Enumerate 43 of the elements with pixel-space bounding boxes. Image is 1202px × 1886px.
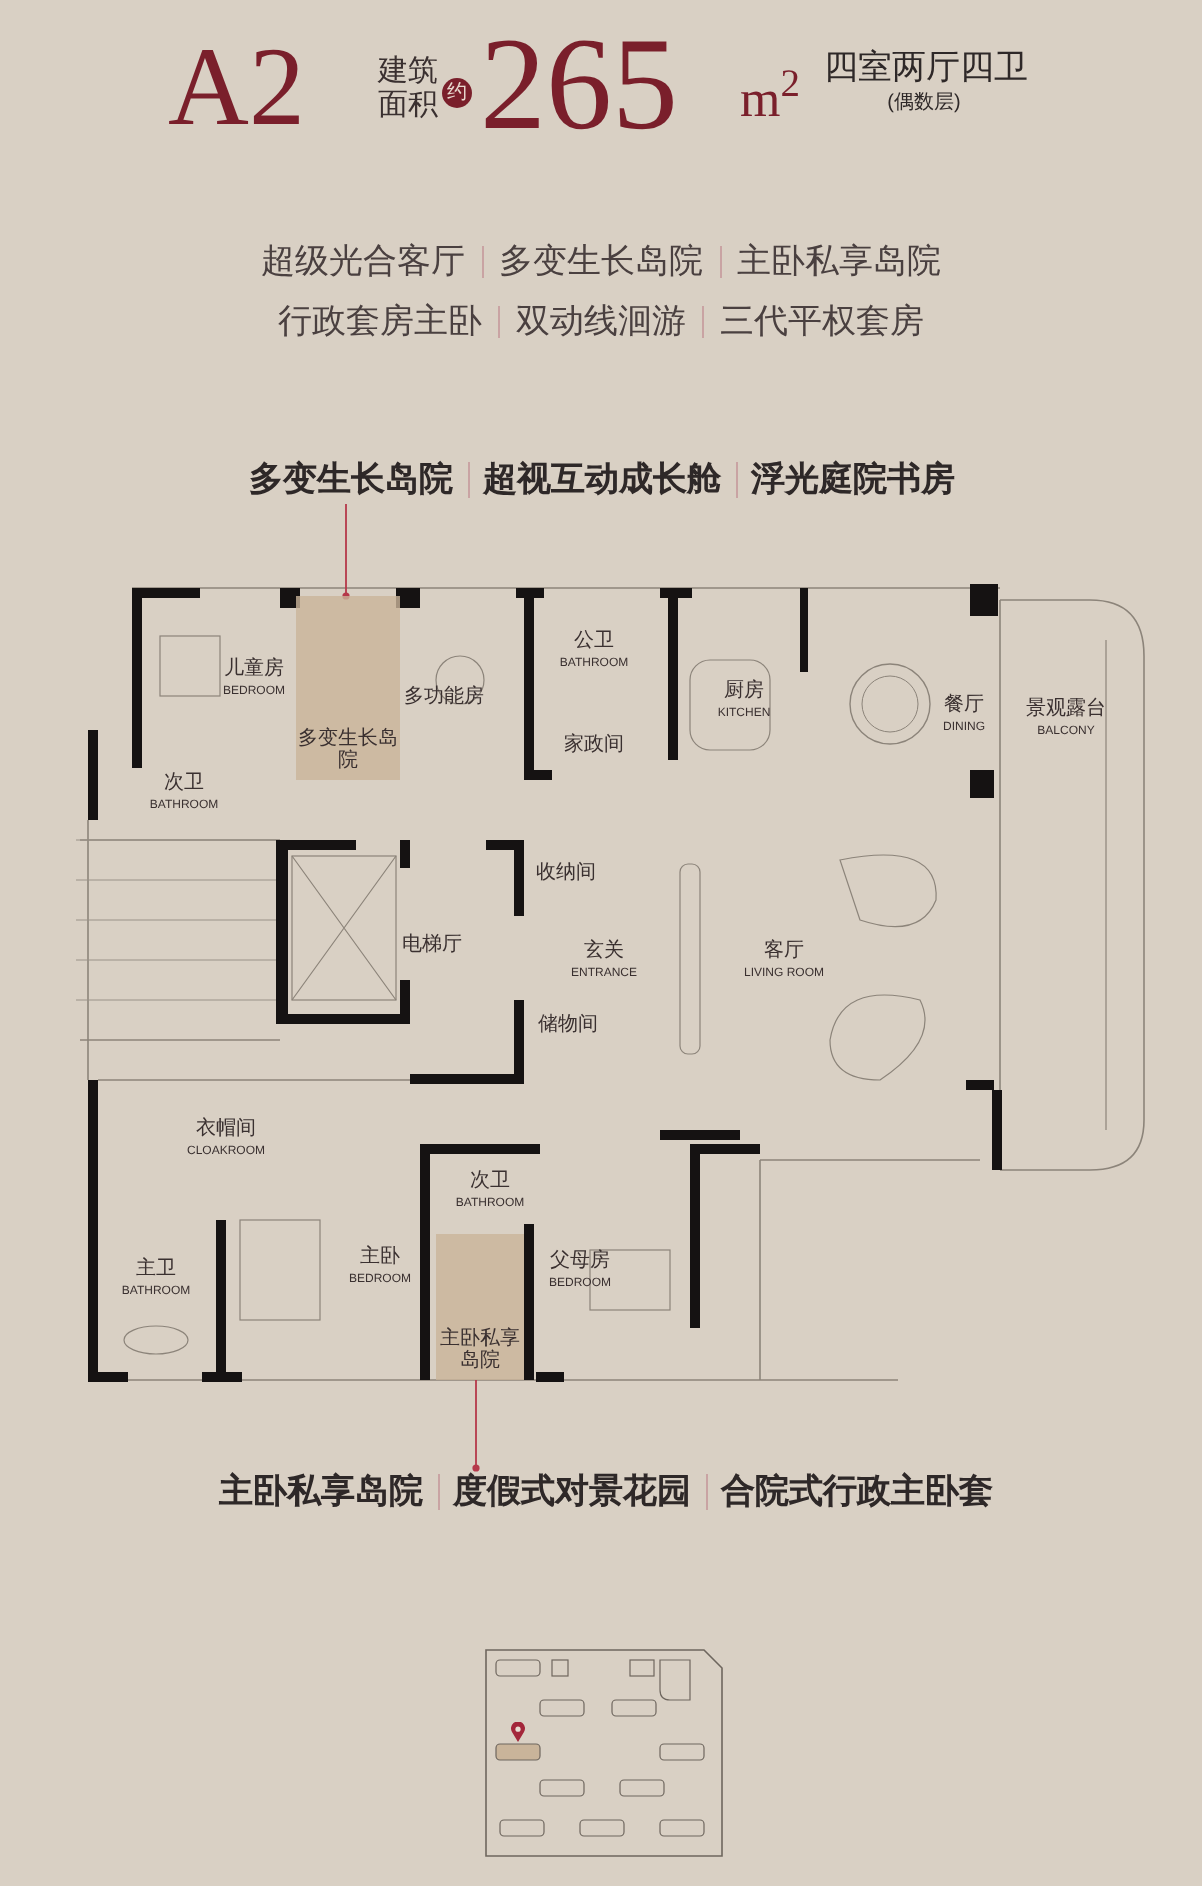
feature-text: 双动线洄游: [516, 300, 686, 344]
room-label: 电梯厅: [402, 936, 462, 956]
room-label: 家政间: [564, 736, 624, 756]
leader-line: [472, 1379, 480, 1472]
feature-text: 行政套房主卧: [278, 300, 482, 344]
room-label: 主卧: [360, 1248, 400, 1268]
room-label: 多功能房: [404, 688, 484, 708]
layout-label: 四室两厅四卫: [824, 48, 1028, 88]
area-unit: m$^{2}$: [740, 72, 800, 128]
room-label: 儿童房: [224, 660, 284, 680]
feature-heading: 合院式行政主卧套: [721, 1470, 993, 1515]
room-label: 次卫: [470, 1172, 510, 1192]
feature-text: 超级光合客厅: [261, 240, 465, 284]
area-label: 建筑面积: [378, 54, 438, 122]
room-label: 餐厅: [944, 696, 984, 716]
feature-heading: 超视互动成长舱: [483, 458, 721, 503]
room-label: 厨房: [724, 682, 764, 702]
room-label: 主卧私享岛院: [438, 1328, 522, 1372]
courtyard-area: [296, 596, 400, 780]
feature-text: 主卧私享岛院: [737, 240, 941, 284]
feature-heading: 主卧私享岛院: [219, 1470, 423, 1515]
leader-line: [342, 503, 350, 600]
title: A2: [168, 28, 305, 148]
room-label: 父母房: [550, 1252, 610, 1272]
room-label: 玄关: [584, 942, 624, 962]
room-label: 储物间: [538, 1016, 598, 1036]
room-label: 次卫: [164, 774, 204, 794]
room-label: 景观露台: [1026, 700, 1106, 720]
feature-text: 多变生长岛院: [499, 240, 703, 284]
room-label: 多变生长岛院: [296, 728, 400, 772]
feature-heading: 浮光庭院书房: [751, 458, 955, 503]
feature-heading: 多变生长岛院: [249, 458, 453, 503]
approx-badge: 约: [442, 78, 472, 108]
room-label: 收纳间: [536, 864, 596, 884]
area-value: 265: [480, 20, 678, 152]
room-label: 衣帽间: [196, 1120, 256, 1140]
room-label: 客厅: [764, 942, 804, 962]
feature-heading: 度假式对景花园: [453, 1470, 691, 1515]
courtyard-area: [436, 1234, 524, 1380]
room-label: 公卫: [574, 632, 614, 652]
floor-note: (偶数层): [885, 92, 963, 116]
room-label: 主卫: [136, 1260, 176, 1280]
feature-text: 三代平权套房: [720, 300, 924, 344]
